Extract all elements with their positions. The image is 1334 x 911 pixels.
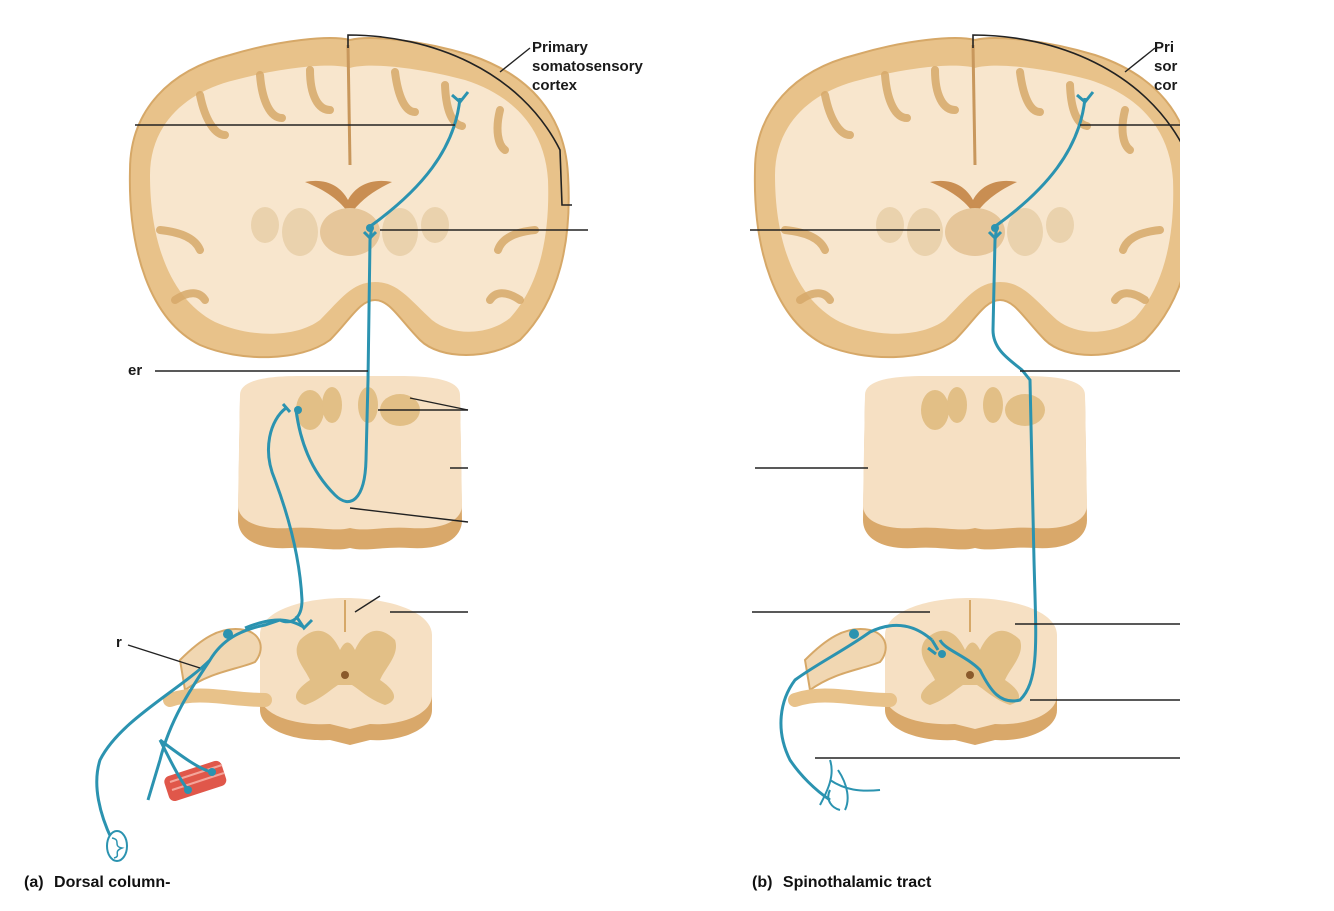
spinal-cord-section-b [884,597,1058,746]
spinal-nerve-a [163,688,272,707]
cortex-label-a-line3: cortex [532,77,578,94]
dorsal-horn-synapse-b [938,650,946,658]
thalamus-synapse-b [991,224,999,232]
cortex-label-a-line2: somatosensory [532,58,643,75]
first-order-neuron-b [779,623,933,802]
thalamus-synapse-a [366,224,374,232]
dorsal-root-ganglion-a [178,628,262,692]
projection-neuron-b [938,97,1087,703]
crop-mask [1180,0,1334,911]
cortex-label-b-line2: sor [1154,58,1178,75]
cortex-terminal-b [1076,91,1095,105]
ganglion-cell-body-b [849,629,859,639]
free-nerve-endings [819,759,881,811]
cortex-bracket-a [347,34,572,206]
brain-coronal-section-a [130,38,569,357]
medulla-section-b [863,376,1087,550]
muscle-spindle [158,738,227,802]
caption-b-letter: (b) [752,874,773,891]
caption-a-letter: (a) [24,874,44,891]
nucleus-gracilis-synapse-a [294,406,302,414]
cortex-leader-a [499,47,531,73]
leader-lines-a [127,124,588,669]
panel-b-spinothalamic [750,34,1194,811]
cortex-label-b-line1: Pri [1154,39,1175,56]
cortex-label-a-line1: Primary [532,39,588,56]
first-order-neuron-a [95,406,304,841]
cortex-label-b-line3: cor [1154,77,1178,94]
encapsulated-receptor [106,830,128,862]
leader-lines-b [750,124,1180,759]
cortex-bracket-b [972,34,1186,205]
cortex-label-b: Pri sor cor [1154,38,1177,95]
caption-b-text: Spinothalamic tract [782,874,932,891]
cortex-label-b-clip: Pri sor cor [1152,36,1180,96]
cortex-label-a: Primary somatosensory cortex [532,38,643,95]
caption-a: (a) Dorsal column- [24,874,170,892]
fragment-label-er: er [128,362,143,379]
brain-coronal-section-b [755,38,1194,357]
fragment-label-r: r [116,634,122,651]
caption-b: (b) Spinothalamic tract [752,874,931,892]
cortex-terminal-a [451,91,470,105]
panel-a-dorsal-column [95,34,588,862]
ganglion-cell-body-a [223,629,233,639]
collateral-branch-a [244,618,306,630]
caption-a-text: Dorsal column- [54,874,171,891]
third-order-neuron-a [294,97,462,503]
